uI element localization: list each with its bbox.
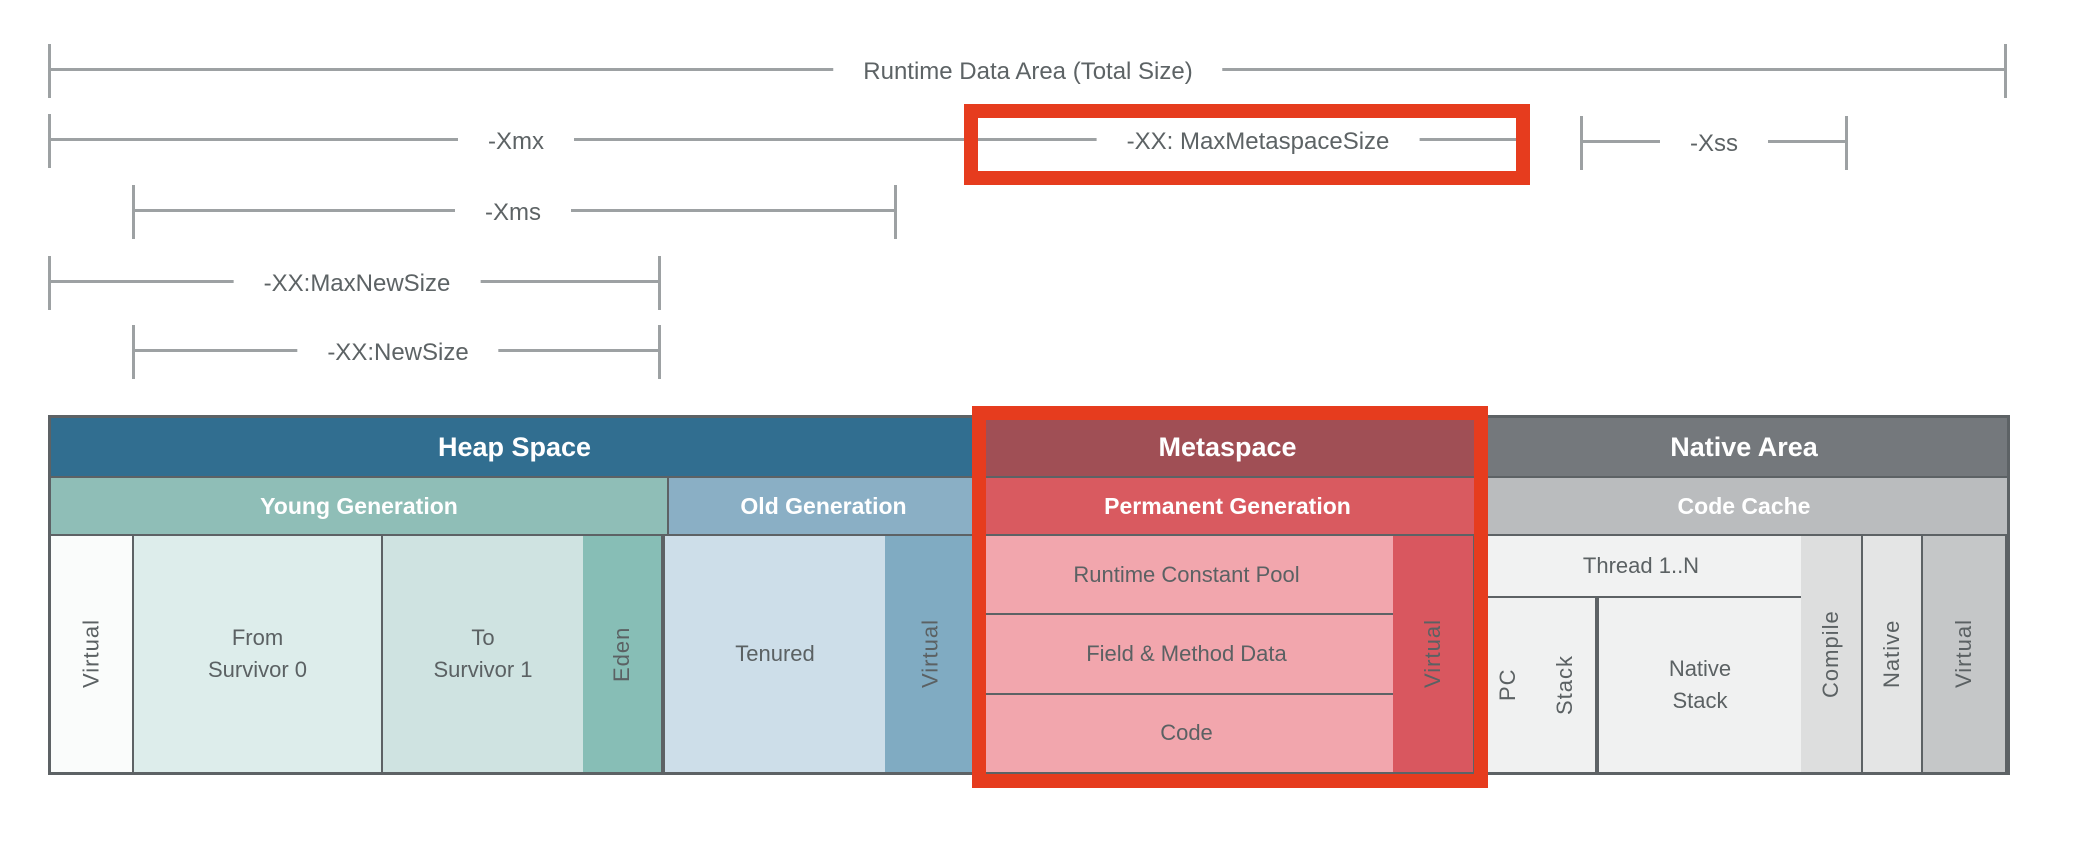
bracket-tick (132, 185, 135, 239)
pc-cell: PC (1481, 598, 1535, 772)
xmx-label: -Xmx (458, 128, 574, 156)
old-generation-header: Old Generation (667, 478, 978, 534)
xss-label: -Xss (1660, 130, 1768, 158)
section-native-area: Native Area Code Cache Thread 1..N PC St… (1481, 418, 2007, 772)
compile-cell: Compile (1801, 536, 1863, 772)
heap-space-header: Heap Space (51, 418, 978, 478)
max-metaspace-size-label: -XX: MaxMetaspaceSize (1096, 128, 1420, 156)
tenured-cell: Tenured (663, 536, 885, 772)
metaspace-stack: Runtime Constant Pool Field & Method Dat… (980, 536, 1393, 772)
metaspace-code-cell: Code (980, 692, 1393, 772)
bracket-tick (658, 256, 661, 310)
metaspace-virtual-cell: Virtual (1393, 536, 1475, 772)
section-metaspace: Metaspace Permanent Generation Runtime C… (978, 418, 1475, 772)
bracket-tick (1580, 116, 1583, 170)
bracket-new-size: -XX:NewSize (132, 325, 661, 379)
heap-subheaders: Young Generation Old Generation (51, 478, 978, 536)
thread-subcells: PC Stack Native Stack (1481, 598, 1801, 772)
runtime-constant-pool-cell: Runtime Constant Pool (1073, 561, 1300, 587)
runtime-data-area-label: Runtime Data Area (Total Size) (833, 58, 1223, 86)
metaspace-body: Runtime Constant Pool Field & Method Dat… (980, 536, 1475, 772)
native-cell: Native (1863, 536, 1923, 772)
code-cache-header: Code Cache (1481, 478, 2007, 534)
metaspace-subheaders: Permanent Generation (980, 478, 1475, 536)
memory-table: Heap Space Young Generation Old Generati… (48, 415, 2010, 775)
metaspace-header: Metaspace (980, 418, 1475, 478)
bracket-runtime-data-area: Runtime Data Area (Total Size) (48, 44, 2007, 98)
bracket-tick (132, 325, 135, 379)
young-generation-header: Young Generation (51, 478, 667, 534)
bracket-tick (2004, 44, 2007, 98)
bracket-xms: -Xms (132, 185, 897, 239)
bracket-tick (48, 44, 51, 98)
thread-group: Thread 1..N PC Stack Native Stack (1481, 536, 1801, 772)
eden-cell: Eden (583, 536, 663, 772)
to-survivor-1-cell: To Survivor 1 (381, 536, 583, 772)
permanent-generation-header: Permanent Generation (980, 478, 1475, 534)
stack-cell: Stack (1535, 598, 1597, 772)
heap-body: Virtual From Survivor 0 To Survivor 1 Ed… (51, 536, 978, 772)
from-survivor-0-cell: From Survivor 0 (132, 536, 381, 772)
max-new-size-label: -XX:MaxNewSize (233, 270, 481, 298)
bracket-max-new-size: -XX:MaxNewSize (48, 256, 661, 310)
thread-1-n-cell: Thread 1..N (1481, 536, 1801, 598)
field-method-data-cell: Field & Method Data (980, 613, 1393, 692)
native-subheaders: Code Cache (1481, 478, 2007, 536)
native-stack-cell: Native Stack (1597, 598, 1801, 772)
section-heap-space: Heap Space Young Generation Old Generati… (51, 418, 978, 772)
native-virtual-cell: Virtual (1923, 536, 2007, 772)
bracket-tick (1845, 116, 1848, 170)
new-size-label: -XX:NewSize (297, 339, 499, 367)
heap-virtual-cell: Virtual (51, 536, 132, 772)
old-gen-virtual-cell: Virtual (885, 536, 978, 772)
bracket-tick (894, 185, 897, 239)
bracket-tick (48, 256, 51, 310)
bracket-xss: -Xss (1580, 116, 1848, 170)
bracket-tick (48, 114, 51, 168)
native-area-header: Native Area (1481, 418, 2007, 478)
xms-label: -Xms (455, 199, 571, 227)
bracket-tick (658, 325, 661, 379)
native-body: Thread 1..N PC Stack Native Stack Compil… (1481, 536, 2007, 772)
bracket-xmx-maxmetaspace: -Xmx -XX: MaxMetaspaceSize (48, 114, 1526, 168)
